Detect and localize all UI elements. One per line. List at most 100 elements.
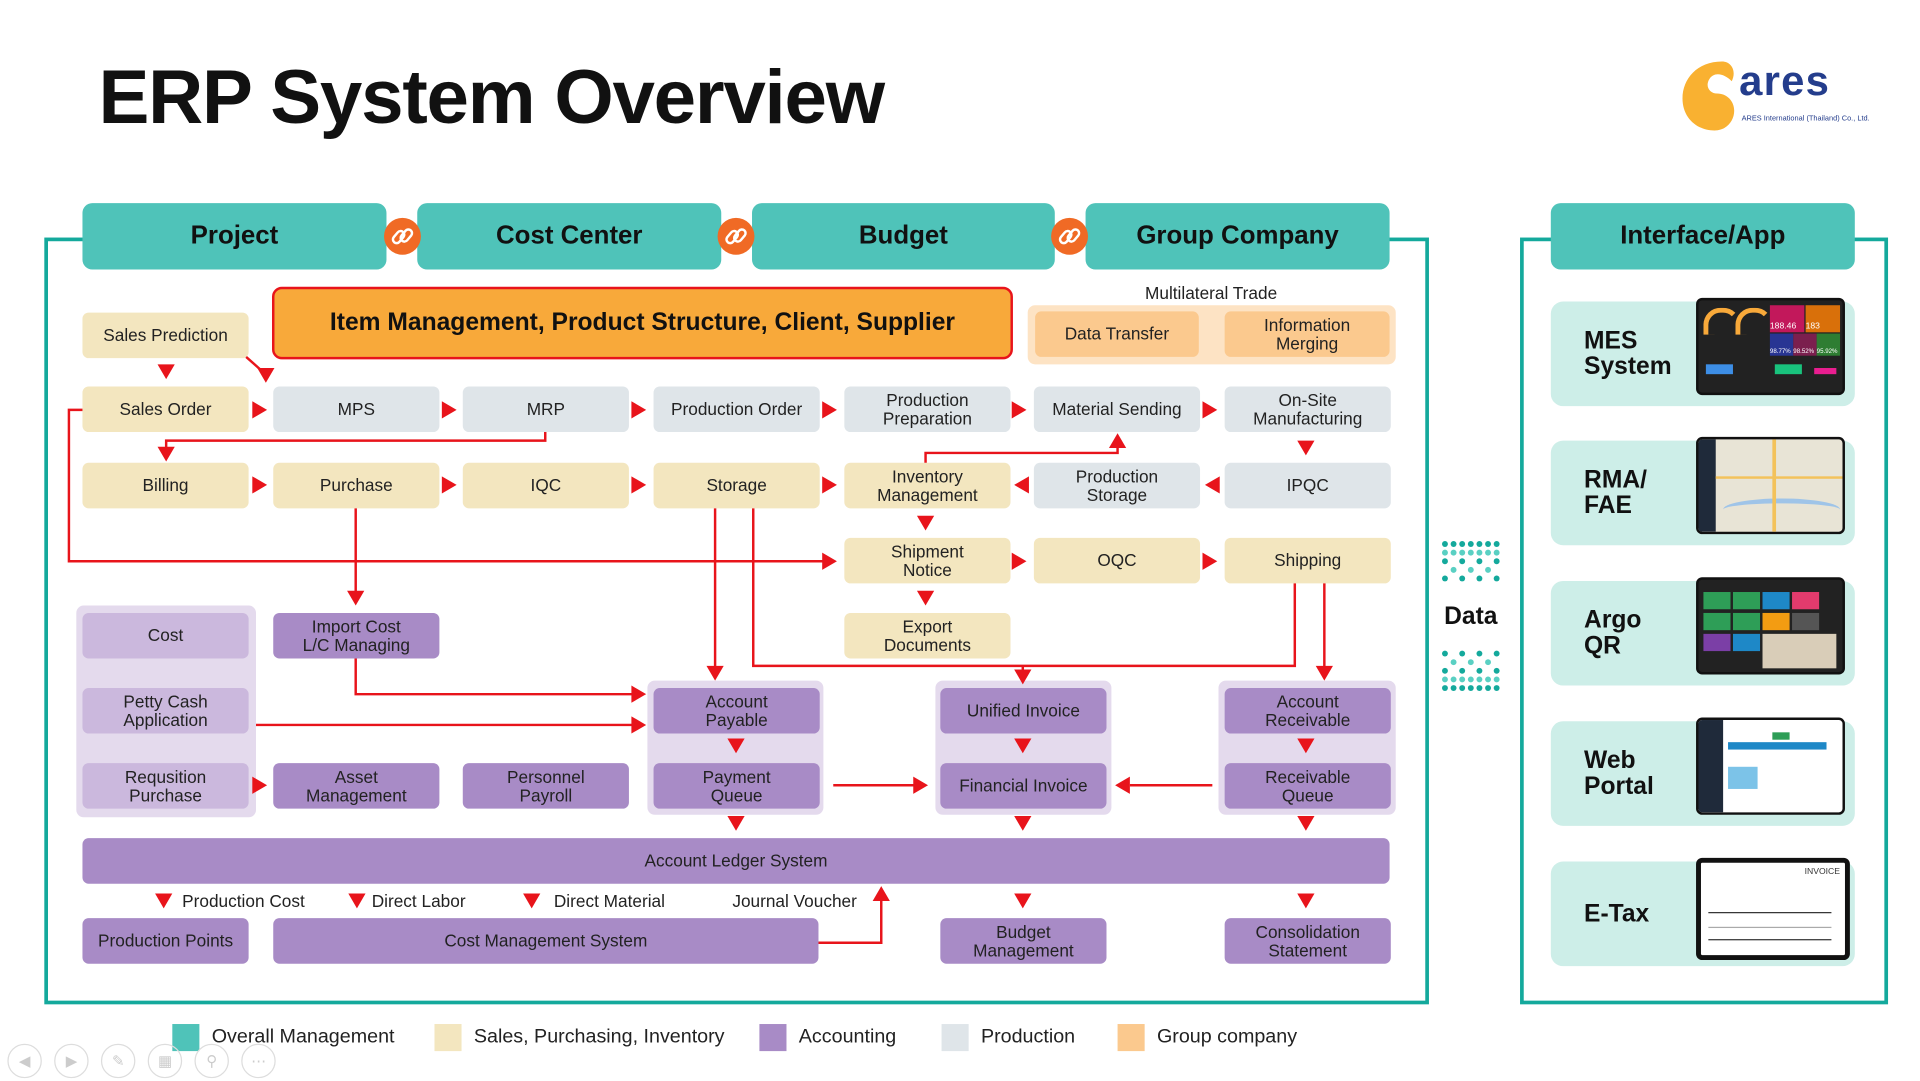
data-dot bbox=[1467, 676, 1474, 683]
ares-bird-icon bbox=[1682, 61, 1735, 131]
header-cost-center: Cost Center bbox=[417, 203, 722, 270]
legend-sales: Sales, Purchasing, Inventory bbox=[434, 1024, 725, 1052]
app-card-rma-fae[interactable]: RMA/ FAE bbox=[1550, 436, 1855, 546]
link-icon bbox=[717, 217, 755, 255]
app-card-argo-qr[interactable]: Argo QR bbox=[1550, 577, 1855, 686]
app-card-e-tax[interactable]: E-Tax INVOICE bbox=[1550, 857, 1855, 967]
data-dot bbox=[1493, 650, 1500, 657]
material-sending-box: Material Sending bbox=[1033, 386, 1201, 433]
slides-grid-icon[interactable]: ▦ bbox=[147, 1043, 183, 1079]
data-dot bbox=[1493, 685, 1500, 691]
data-dot bbox=[1493, 558, 1500, 565]
legend-swatch bbox=[1117, 1024, 1145, 1052]
app-label: E-Tax bbox=[1584, 899, 1650, 927]
data-dot bbox=[1450, 676, 1457, 683]
legend-label: Sales, Purchasing, Inventory bbox=[473, 1026, 725, 1048]
data-dot bbox=[1485, 659, 1491, 666]
data-dot bbox=[1467, 566, 1474, 573]
production-order-box: Production Order bbox=[653, 386, 820, 433]
direct-material-note: Direct Material bbox=[553, 891, 665, 911]
import-cost-box: Import Cost L/C Managing bbox=[273, 612, 440, 659]
logo-wordmark: ares bbox=[1739, 57, 1831, 105]
data-dot bbox=[1476, 558, 1483, 565]
logo-subtitle: ARES International (Thailand) Co., Ltd. bbox=[1741, 115, 1870, 124]
account-payable-box: Account Payable bbox=[653, 688, 820, 734]
legend-label: Overall Management bbox=[211, 1026, 395, 1048]
requisition-purchase-box: Requsition Purchase bbox=[82, 763, 249, 809]
production-cost-note: Production Cost bbox=[182, 891, 305, 911]
header-group-company: Group Company bbox=[1085, 203, 1390, 270]
data-download-dots-icon bbox=[1442, 650, 1500, 691]
map-image bbox=[1696, 436, 1845, 535]
data-dot bbox=[1493, 676, 1500, 683]
on-site-manufacturing-box: On-Site Manufacturing bbox=[1224, 386, 1391, 433]
app-card-web-portal[interactable]: Web Portal bbox=[1550, 717, 1855, 826]
pen-icon[interactable]: ✎ bbox=[100, 1043, 136, 1079]
data-dot bbox=[1467, 659, 1474, 666]
journal-voucher-note: Journal Voucher bbox=[732, 891, 857, 911]
invoice-heading: INVOICE bbox=[1804, 867, 1841, 877]
billing-box: Billing bbox=[82, 462, 249, 509]
data-dot bbox=[1485, 685, 1491, 691]
data-dot bbox=[1459, 549, 1466, 556]
production-points-box: Production Points bbox=[82, 918, 249, 964]
link-icon bbox=[1051, 217, 1089, 255]
mes-value: 98.52% bbox=[1793, 333, 1817, 356]
data-dot bbox=[1493, 667, 1500, 674]
header-interface-app: Interface/App bbox=[1550, 203, 1855, 270]
legend-swatch bbox=[434, 1024, 462, 1052]
data-dot bbox=[1485, 566, 1491, 573]
more-options-icon[interactable]: ⋯ bbox=[241, 1043, 276, 1079]
consolidation-statement-box: Consolidation Statement bbox=[1224, 918, 1391, 964]
sales-order-box: Sales Order bbox=[82, 386, 249, 433]
ares-logo: ares ARES International (Thailand) Co., … bbox=[1680, 54, 1877, 133]
zoom-icon[interactable]: ⚲ bbox=[194, 1043, 229, 1079]
mes-value: 95.92% bbox=[1816, 333, 1841, 356]
account-ledger-box: Account Ledger System bbox=[82, 838, 1390, 884]
data-dot bbox=[1467, 541, 1474, 547]
app-label: Web Portal bbox=[1584, 746, 1654, 800]
legend-overall-management: Overall Management bbox=[172, 1024, 395, 1052]
app-card-mes[interactable]: MES System 188.46 183 98.77% 98.52% 95.9… bbox=[1550, 297, 1855, 407]
data-dot bbox=[1493, 575, 1500, 582]
sales-prediction-box: Sales Prediction bbox=[82, 312, 249, 359]
previous-slide-icon[interactable]: ◀ bbox=[7, 1043, 42, 1079]
legend-production: Production bbox=[941, 1024, 1075, 1052]
shipment-notice-box: Shipment Notice bbox=[844, 537, 1011, 584]
data-dot bbox=[1485, 676, 1491, 683]
unified-invoice-box: Unified Invoice bbox=[940, 688, 1107, 734]
data-dot bbox=[1450, 685, 1457, 691]
header-project: Project bbox=[82, 203, 387, 270]
information-merging-box: Information Merging bbox=[1224, 311, 1390, 357]
data-dot bbox=[1442, 667, 1448, 674]
argo-qr-image bbox=[1696, 577, 1845, 675]
legend-swatch bbox=[759, 1024, 787, 1052]
data-dot bbox=[1442, 549, 1448, 556]
data-dot bbox=[1450, 566, 1457, 573]
data-label: Data bbox=[1444, 603, 1498, 631]
web-portal-image bbox=[1696, 717, 1845, 815]
data-dot bbox=[1476, 549, 1483, 556]
data-dot bbox=[1450, 549, 1457, 556]
petty-cash-box: Petty Cash Application bbox=[82, 688, 249, 734]
mes-value: 98.77% bbox=[1769, 333, 1794, 356]
financial-invoice-box: Financial Invoice bbox=[940, 763, 1107, 809]
data-dot bbox=[1485, 549, 1491, 556]
app-label: RMA/ FAE bbox=[1584, 465, 1647, 519]
page-title: ERP System Overview bbox=[98, 55, 885, 141]
data-dot bbox=[1476, 676, 1483, 683]
invoice-image: INVOICE bbox=[1696, 857, 1850, 961]
production-storage-box: Production Storage bbox=[1033, 462, 1201, 509]
ipqc-box: IPQC bbox=[1224, 462, 1391, 509]
item-management-banner: Item Management, Product Structure, Clie… bbox=[272, 286, 1013, 360]
data-dot bbox=[1442, 541, 1448, 547]
storage-box: Storage bbox=[653, 462, 820, 509]
asset-management-box: Asset Management bbox=[273, 763, 440, 809]
next-slide-icon[interactable]: ▶ bbox=[54, 1043, 89, 1079]
export-documents-box: Export Documents bbox=[844, 612, 1011, 659]
legend-label: Group company bbox=[1156, 1026, 1298, 1048]
data-dot bbox=[1459, 541, 1466, 547]
cost-management-box: Cost Management System bbox=[273, 918, 819, 964]
data-transfer-box: Data Transfer bbox=[1035, 311, 1199, 357]
